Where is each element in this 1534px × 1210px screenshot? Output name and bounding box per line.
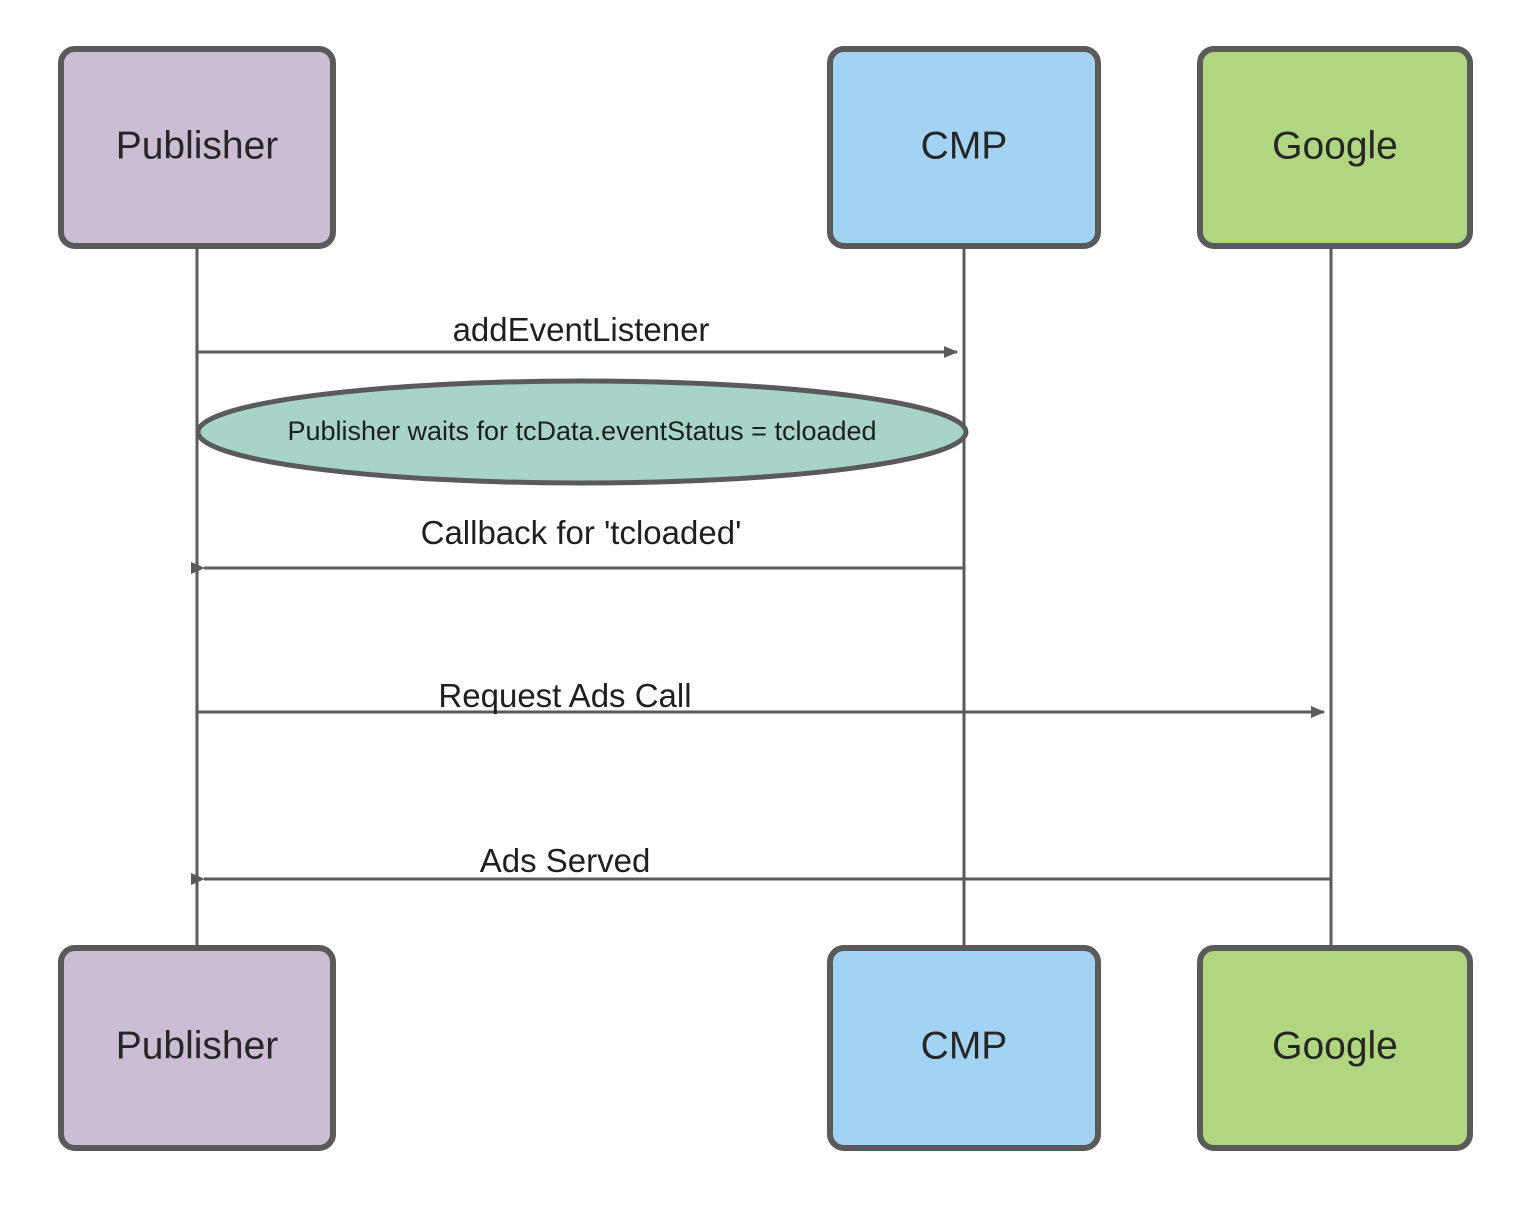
note-text-publisher-waits: Publisher waits for tcData.eventStatus =… (287, 416, 876, 446)
actor-header-cmp[interactable]: CMP (827, 46, 1101, 249)
actor-box-publisher-bottom[interactable] (58, 945, 336, 1151)
lifelines (195, 246, 1333, 948)
actor-label-google-top: Google (1272, 124, 1398, 167)
message-label-add-event-listener: addEventListener (453, 311, 710, 348)
message-add-event-listener[interactable]: addEventListener (197, 311, 958, 358)
message-request-ads-call[interactable]: Request Ads Call (197, 677, 1325, 718)
message-label-request-ads-call: Request Ads Call (438, 677, 691, 714)
actor-label-cmp-top: CMP (921, 124, 1008, 167)
actor-label-google-bottom: Google (1272, 1024, 1398, 1067)
actor-box-google-bottom[interactable] (1197, 945, 1473, 1151)
note-ellipse-shape (195, 378, 969, 486)
actor-footer-google[interactable]: Google (1197, 945, 1473, 1151)
actor-box-publisher-top[interactable] (58, 46, 336, 249)
actor-header-google[interactable]: Google (1197, 46, 1473, 249)
actor-box-cmp-bottom[interactable] (827, 945, 1101, 1151)
actor-header-publisher[interactable]: Publisher (58, 46, 336, 249)
actor-footer-publisher[interactable]: Publisher (58, 945, 336, 1151)
actor-label-publisher-bottom: Publisher (116, 1024, 279, 1067)
actor-label-cmp-bottom: CMP (921, 1024, 1008, 1067)
message-label-callback-tcloaded: Callback for 'tcloaded' (421, 514, 742, 551)
actor-footer-cmp[interactable]: CMP (827, 945, 1101, 1151)
note-publisher-waits[interactable]: Publisher waits for tcData.eventStatus =… (195, 378, 969, 486)
actor-box-google-top[interactable] (1197, 46, 1473, 249)
actor-box-cmp-top[interactable] (827, 46, 1101, 249)
message-callback-tcloaded[interactable]: Callback for 'tcloaded' (191, 514, 964, 574)
actor-label-publisher-top: Publisher (116, 124, 279, 167)
message-ads-served[interactable]: Ads Served (191, 842, 1331, 885)
message-label-ads-served: Ads Served (480, 842, 651, 879)
